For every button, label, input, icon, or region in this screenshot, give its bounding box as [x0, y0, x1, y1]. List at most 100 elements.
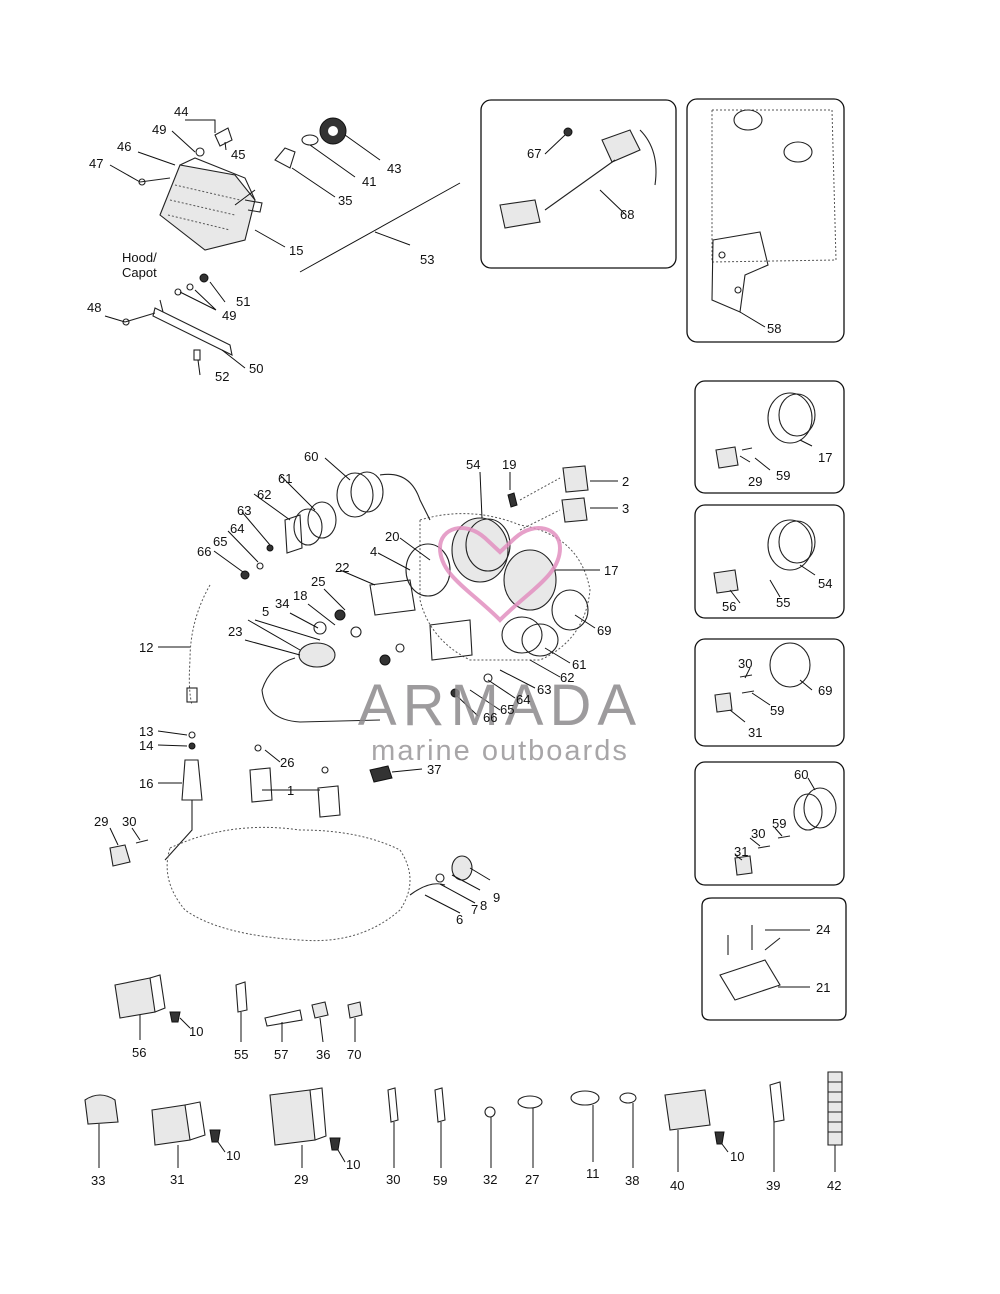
- callout: 9: [493, 890, 500, 905]
- callout: 61: [572, 657, 586, 672]
- callout: 66: [483, 710, 497, 725]
- inset-gauge-54-parts: [713, 519, 816, 594]
- callout: 54: [818, 576, 832, 591]
- callout: 11: [586, 1166, 600, 1181]
- watermark-brand: ARMADA: [358, 673, 642, 738]
- hood-label-fr: Capot: [122, 265, 157, 280]
- callout: 29: [294, 1172, 308, 1187]
- callout: 67: [527, 146, 541, 161]
- inset-box-gauge-69: [694, 638, 845, 747]
- watermark-heart-icon: [437, 526, 563, 623]
- inset-box-module-21: [701, 897, 847, 1021]
- callout: 10: [189, 1024, 203, 1039]
- callout: 59: [433, 1173, 447, 1188]
- inset-gauge-17-parts: [715, 392, 816, 469]
- callout: 18: [293, 588, 307, 603]
- inset-box-gauge-17: [694, 380, 845, 494]
- callout: 70: [347, 1047, 361, 1062]
- callout: 16: [139, 776, 153, 791]
- callout: 35: [338, 193, 352, 208]
- callout: 62: [257, 487, 271, 502]
- callout: 65: [500, 702, 514, 717]
- callout: 10: [226, 1148, 240, 1163]
- callout: 56: [132, 1045, 146, 1060]
- callout: 57: [274, 1047, 288, 1062]
- callout: 47: [89, 156, 103, 171]
- callout: 29: [94, 814, 108, 829]
- callout: 17: [818, 450, 832, 465]
- callout: 30: [122, 814, 136, 829]
- callout: 50: [249, 361, 263, 376]
- inset-box-gauge-54: [694, 504, 845, 619]
- inset-box-fuel-sender: [480, 99, 677, 269]
- callout: 54: [466, 457, 480, 472]
- leader-lines: [98, 119, 836, 1172]
- callout: 2: [622, 474, 629, 489]
- callout: 69: [818, 683, 832, 698]
- callout: 17: [604, 563, 618, 578]
- callout: 34: [275, 596, 289, 611]
- cable-and-switches: [109, 584, 473, 942]
- callout: 5: [262, 604, 269, 619]
- callout: 26: [280, 755, 294, 770]
- callout: 64: [516, 692, 530, 707]
- watermark: ARMADA marine outboards: [358, 526, 642, 767]
- oil-tank: [711, 109, 837, 313]
- hood-label: Hood/: [122, 250, 157, 265]
- callout: 49: [152, 122, 166, 137]
- callout: 20: [385, 529, 399, 544]
- hood-bracket: [122, 273, 233, 361]
- loose-connectors: [84, 974, 843, 1151]
- callout: 3: [622, 501, 629, 516]
- callout: 12: [139, 640, 153, 655]
- inset-module-21-parts: [719, 925, 781, 1001]
- callout: 31: [170, 1172, 184, 1187]
- callout: 56: [722, 599, 736, 614]
- callout: 30: [751, 826, 765, 841]
- lamp-assembly: [138, 117, 347, 251]
- callout: 44: [174, 104, 188, 119]
- callout: 32: [483, 1172, 497, 1187]
- callout: 22: [335, 560, 349, 575]
- callout: 14: [139, 738, 153, 753]
- callout: 65: [213, 534, 227, 549]
- callout: 24: [816, 922, 830, 937]
- callout: 62: [560, 670, 574, 685]
- callout: 64: [230, 521, 244, 536]
- callout: 63: [537, 682, 551, 697]
- watermark-tagline: marine outboards: [371, 735, 629, 767]
- callout: 30: [738, 656, 752, 671]
- callout: 19: [502, 457, 516, 472]
- callout: 31: [748, 725, 762, 740]
- callout: 66: [197, 544, 211, 559]
- callout: 40: [670, 1178, 684, 1193]
- fuel-sender: [499, 127, 657, 229]
- inset-gauge-60-parts: [734, 787, 837, 876]
- callout: 45: [231, 147, 245, 162]
- callout-labels: Hood/ Capot 44 49 45 46 47 15 35 41 43 5…: [87, 104, 841, 1193]
- callout: 59: [772, 816, 786, 831]
- callout: 29: [748, 474, 762, 489]
- callout: 23: [228, 624, 242, 639]
- callout: 33: [91, 1173, 105, 1188]
- callout: 69: [597, 623, 611, 638]
- callout: 10: [346, 1157, 360, 1172]
- callout: 63: [237, 503, 251, 518]
- callout: 51: [236, 294, 250, 309]
- callout: 48: [87, 300, 101, 315]
- callout: 4: [370, 544, 377, 559]
- inset-gauge-69-parts: [714, 642, 811, 713]
- callout: 25: [311, 574, 325, 589]
- dashboard-assembly: [240, 465, 591, 723]
- callout: 39: [766, 1178, 780, 1193]
- callout: 37: [427, 762, 441, 777]
- callout: 30: [386, 1172, 400, 1187]
- callout: 7: [471, 902, 478, 917]
- callout: 21: [816, 980, 830, 995]
- callout: 42: [827, 1178, 841, 1193]
- callout: 55: [234, 1047, 248, 1062]
- callout: 13: [139, 724, 153, 739]
- callout: 15: [289, 243, 303, 258]
- callout: 27: [525, 1172, 539, 1187]
